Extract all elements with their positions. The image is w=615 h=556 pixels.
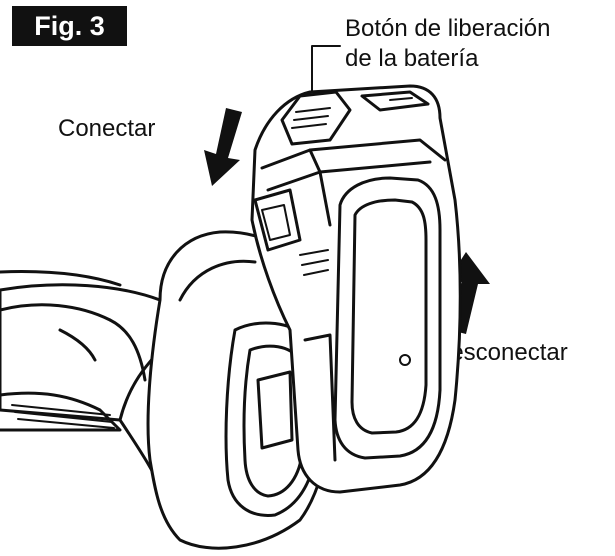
release-button-icon xyxy=(280,90,430,146)
release-leader-line xyxy=(311,45,341,93)
battery-pack xyxy=(250,84,462,494)
connect-arrow-icon xyxy=(204,108,242,186)
figure-badge: Fig. 3 xyxy=(12,6,127,46)
release-button-label-line2: de la batería xyxy=(345,45,479,72)
release-button-label: Botón de liberación de la batería xyxy=(345,14,550,74)
connect-label: Conectar xyxy=(58,115,156,142)
release-button-label-line1: Botón de liberación xyxy=(345,15,551,42)
